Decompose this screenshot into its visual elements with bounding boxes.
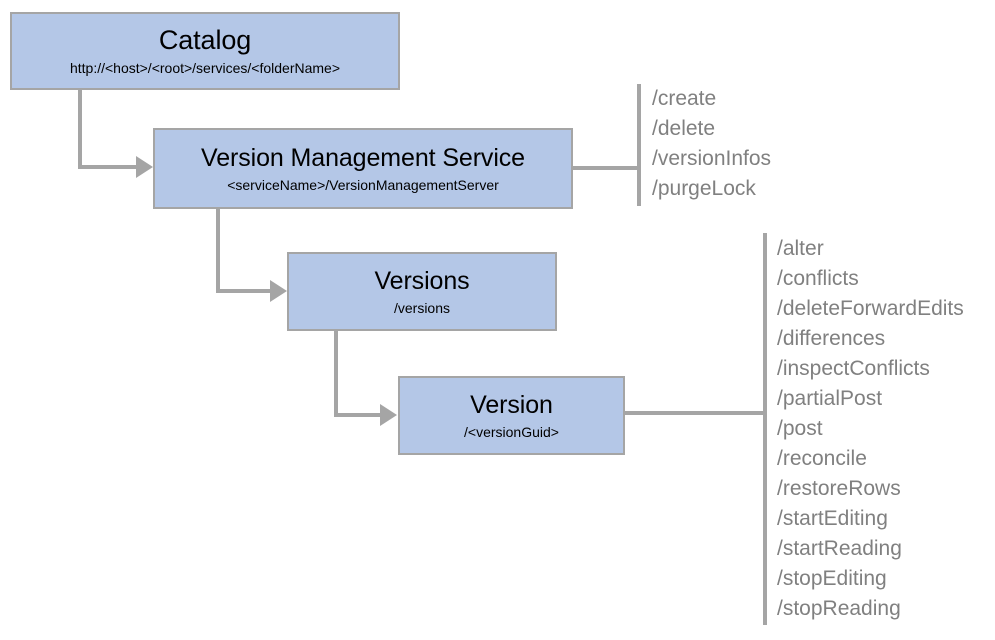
node-version[interactable]: Version /<versionGuid>: [398, 376, 625, 455]
operation-version[interactable]: /partialPost: [777, 387, 883, 410]
connector-catalog-to-service-horizontal: [78, 165, 138, 169]
connector-service-to-operations: [573, 166, 639, 170]
node-version-title: Version: [470, 390, 553, 419]
arrowhead-service-to-versions: [270, 280, 287, 302]
operation-version[interactable]: /post: [777, 417, 823, 440]
arrowhead-versions-to-version: [380, 404, 397, 426]
node-catalog-subtitle: http://<host>/<root>/services/<folderNam…: [69, 60, 341, 77]
node-version-subtitle: /<versionGuid>: [464, 423, 559, 440]
operation-version[interactable]: /reconcile: [777, 447, 867, 470]
connector-versions-to-version-vertical: [334, 331, 338, 413]
node-catalog[interactable]: Catalog http://<host>/<root>/services/<f…: [10, 12, 400, 90]
operations-rail-version: [763, 233, 767, 625]
connector-catalog-to-service-vertical: [78, 90, 82, 165]
connector-version-to-operations: [625, 411, 765, 415]
node-versions[interactable]: Versions /versions: [287, 252, 557, 331]
node-versions-title: Versions: [374, 266, 470, 295]
operation-service[interactable]: /create: [652, 87, 717, 110]
operation-version[interactable]: /differences: [777, 327, 886, 350]
arrowhead-catalog-to-service: [136, 156, 153, 178]
operation-version[interactable]: /restoreRows: [777, 477, 901, 500]
operation-version[interactable]: /startEditing: [777, 507, 888, 530]
operations-rail-service: [637, 84, 641, 206]
connector-service-to-versions-horizontal: [216, 289, 272, 293]
operation-version[interactable]: /inspectConflicts: [777, 357, 930, 380]
operation-list-version: /alter/conflicts/deleteForwardEdits/diff…: [777, 234, 964, 624]
operation-service[interactable]: /delete: [652, 117, 716, 140]
operation-service[interactable]: /purgeLock: [652, 177, 756, 200]
operation-version[interactable]: /startReading: [777, 537, 902, 560]
node-version-management-service-subtitle: <serviceName>/VersionManagementServer: [227, 176, 499, 193]
node-version-management-service[interactable]: Version Management Service <serviceName>…: [153, 128, 573, 209]
operation-list-service: /create/delete/versionInfos/purgeLock: [652, 84, 771, 204]
node-versions-subtitle: /versions: [393, 299, 451, 316]
connector-versions-to-version-horizontal: [334, 413, 382, 417]
node-version-management-service-title: Version Management Service: [201, 143, 525, 172]
operation-version[interactable]: /alter: [777, 237, 824, 260]
operation-version[interactable]: /deleteForwardEdits: [777, 297, 964, 320]
connector-service-to-versions-vertical: [216, 209, 220, 289]
node-catalog-title: Catalog: [158, 24, 252, 55]
operation-version[interactable]: /stopReading: [777, 597, 901, 620]
operation-version[interactable]: /conflicts: [777, 267, 859, 290]
operation-service[interactable]: /versionInfos: [652, 147, 772, 170]
operation-version[interactable]: /stopEditing: [777, 567, 887, 590]
